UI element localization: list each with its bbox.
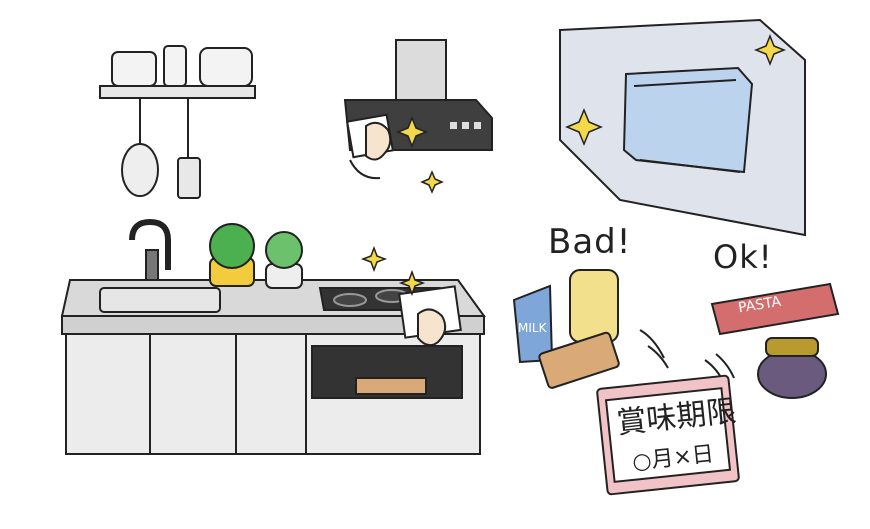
kitchen-counter [60,218,486,455]
canned-food [569,269,619,343]
small-plant [265,231,303,269]
hanging-pan [121,143,159,197]
good-items: PASTA [704,282,840,399]
hand [365,121,392,161]
sparkle-icon [395,115,429,149]
range-hood [343,39,493,180]
shelf-board [99,85,256,99]
expiry-card [596,374,740,496]
stacked-bowls [111,51,157,87]
fridge-corner [559,18,806,237]
faucet [129,218,171,270]
vegetable-basket [622,66,754,174]
cups [163,45,187,87]
jar [757,349,827,399]
sparkle-icon [753,33,787,67]
spatula [177,157,201,199]
plant-leaves [209,223,255,269]
pasta-pack [710,282,840,336]
potted-plants [209,223,303,289]
milk-label: MILK [518,321,548,335]
hood-duct [395,39,447,103]
motion-lines-icon [639,329,665,359]
ok-label: Ok! [713,238,773,276]
bad-label: Bad! [548,222,632,262]
wall-shelf [99,45,256,199]
sparkle-icon [398,269,426,297]
pasta-label: PASTA [737,294,782,317]
sparkle-icon [565,108,603,146]
sink [99,287,221,313]
wiping-hand [417,308,447,347]
plates-stack [199,47,253,87]
sparkle-icon [360,245,388,273]
expired-items: MILK [512,269,669,389]
fish-pack [538,331,620,389]
sparkles [360,33,787,297]
jar-lid [765,337,819,357]
sparkle-icon [420,170,444,194]
